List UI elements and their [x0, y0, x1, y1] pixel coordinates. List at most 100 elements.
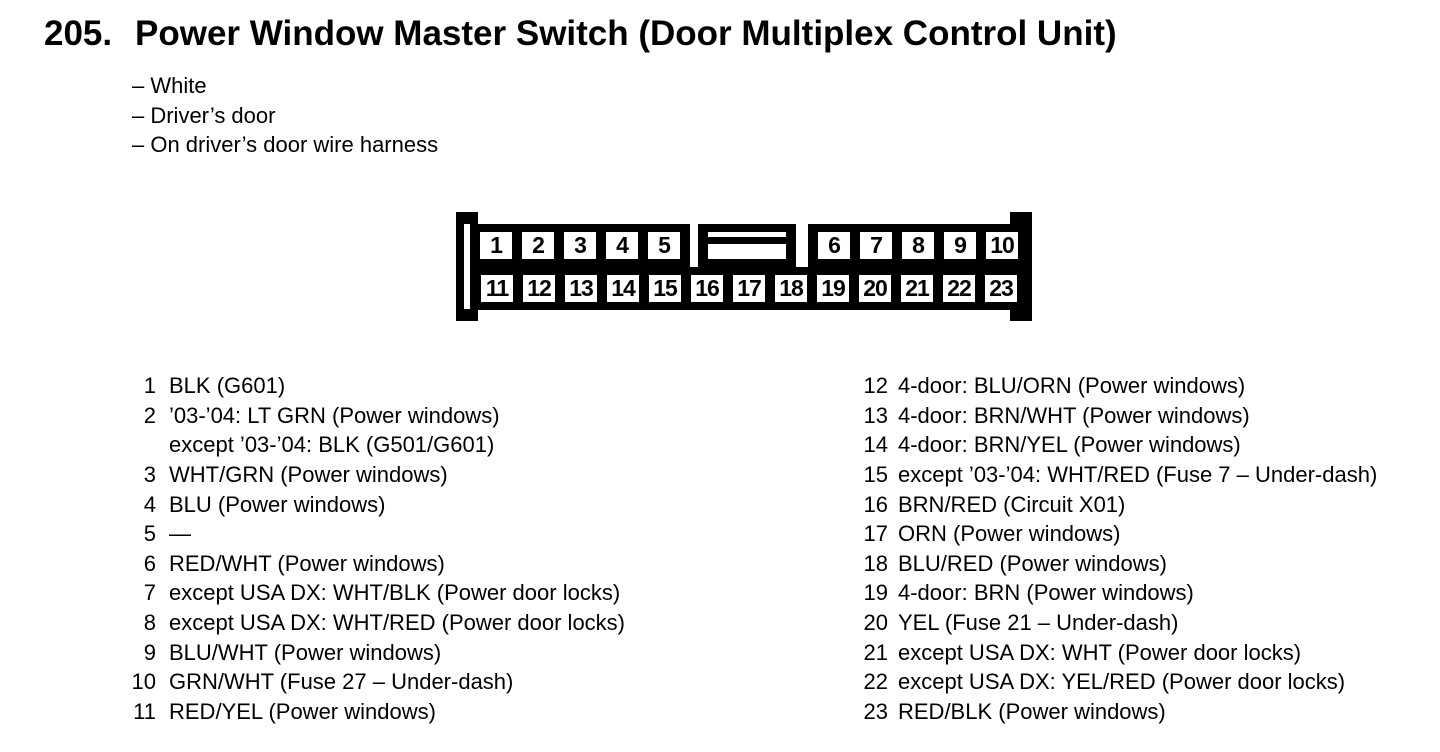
pin-description: 4-door: BRN/WHT (Power windows): [898, 402, 1250, 428]
pin-row-3: 3 WHT/GRN (Power windows): [130, 460, 625, 490]
pin-row-2: 2 ’03-’04: LT GRN (Power windows): [130, 401, 625, 431]
pin-number: 3: [143, 461, 156, 487]
pin-number: 2: [143, 402, 156, 428]
pin-row-12: 12 4-door: BLU/ORN (Power windows): [857, 371, 1377, 401]
pin-description: except USA DX: WHT/RED (Power door locks…: [169, 610, 626, 636]
pin-number: 4: [143, 491, 156, 517]
pin-number: [130, 430, 156, 460]
connector-pin-9: 9: [944, 232, 976, 259]
connector-pin-3: 3: [564, 232, 596, 259]
pin-number: 10: [131, 669, 156, 695]
pin-number: 7: [143, 580, 156, 606]
connector-key-slot-inner: [708, 232, 786, 259]
connector-pin-16: 16: [691, 275, 723, 302]
pin-description: except ’03-’04: BLK (G501/G601): [169, 432, 495, 458]
pin-list-right: 12 4-door: BLU/ORN (Power windows) 13 4-doo…: [857, 371, 1378, 727]
pin-number: 13: [863, 402, 888, 428]
pin-row-18: 18 BLU/RED (Power windows): [857, 549, 1377, 579]
pin-row-10: 10 GRN/WHT (Fuse 27 – Under-dash): [130, 667, 625, 697]
pin-row-7: 7 except USA DX: WHT/BLK (Power door lock…: [130, 578, 625, 608]
connector-pin-10: 10: [986, 232, 1018, 259]
connector-pin-14: 14: [607, 275, 639, 302]
pin-description: except USA DX: YEL/RED (Power door locks…: [898, 669, 1346, 695]
pin-number: 19: [863, 580, 888, 606]
pin-row-19: 19 4-door: BRN (Power windows): [857, 578, 1377, 608]
connector-left-cap: [456, 212, 478, 321]
connector-pin-19: 19: [817, 275, 849, 302]
connector-pin-15: 15: [649, 275, 681, 302]
pin-row-13: 13 4-door: BRN/WHT (Power windows): [857, 401, 1377, 431]
pin-number: 18: [863, 550, 888, 576]
pin-number: 17: [863, 521, 888, 547]
connector-gap: [690, 224, 698, 267]
pin-number: 16: [863, 491, 888, 517]
pin-row-11: 11 RED/YEL (Power windows): [130, 697, 625, 727]
pin-description: except ’03-’04: WHT/RED (Fuse 7 – Under-…: [898, 461, 1378, 487]
pin-number: 12: [863, 373, 888, 398]
pin-description: —: [169, 521, 191, 547]
connector-pin-11: 11: [481, 275, 513, 302]
pin-row-20: 20 YEL (Fuse 21 – Under-dash): [857, 608, 1377, 638]
connector-pin-23: 23: [985, 275, 1017, 302]
pin-description: 4-door: BLU/ORN (Power windows): [898, 373, 1246, 398]
connector-pin-12: 12: [523, 275, 555, 302]
pin-description: BLU (Power windows): [169, 491, 386, 517]
pin-row-6: 6 RED/WHT (Power windows): [130, 549, 625, 579]
connector-pin-8: 8: [902, 232, 934, 259]
section-number: 205.: [44, 14, 113, 53]
connector-key-bar: [708, 237, 786, 244]
connector-pin-2: 2: [522, 232, 554, 259]
pin-row-22: 22 except USA DX: YEL/RED (Power door loc…: [857, 667, 1377, 697]
pin-description: YEL (Fuse 21 – Under-dash): [898, 610, 1179, 636]
connector-pin-13: 13: [565, 275, 597, 302]
connector-pin-6: 6: [818, 232, 850, 259]
pin-row-15: 15 except ’03-’04: WHT/RED (Fuse 7 – Unde…: [857, 460, 1378, 490]
connector-pin-5: 5: [648, 232, 680, 259]
connector-pin-1: 1: [480, 232, 512, 259]
pin-row-8: 8 except USA DX: WHT/RED (Power door lock…: [130, 608, 625, 638]
pin-description: ’03-’04: LT GRN (Power windows): [169, 402, 500, 428]
pin-description: except USA DX: WHT (Power door locks): [898, 639, 1302, 665]
pin-description: BLU/RED (Power windows): [898, 550, 1167, 576]
pin-number: 11: [133, 699, 156, 725]
connector-pin-20: 20: [859, 275, 891, 302]
pin-row-21: 21 except USA DX: WHT (Power door locks): [857, 638, 1377, 668]
connector-pin-17: 17: [733, 275, 765, 302]
note-harness: – On driver’s door wire harness: [132, 132, 439, 157]
pin-number: 21: [863, 639, 888, 665]
note-connector-color: – White: [132, 73, 207, 98]
pin-row-5: 5—: [130, 519, 625, 549]
note-location: – Driver’s door: [132, 102, 276, 128]
pin-number: 15: [863, 461, 888, 487]
pin-description: WHT/GRN (Power windows): [169, 461, 448, 487]
pin-number: 5: [143, 521, 156, 547]
pin-description: GRN/WHT (Fuse 27 – Under-dash): [169, 669, 514, 695]
pin-number: 8: [143, 610, 156, 636]
pin-description: BLK (G601): [169, 373, 286, 398]
pin-number: 22: [863, 669, 888, 695]
pin-description: RED/YEL (Power windows): [169, 699, 436, 725]
connector-pin-22: 22: [943, 275, 975, 302]
pin-row-4: 4 BLU (Power windows): [130, 490, 625, 520]
pin-description: RED/WHT (Power windows): [169, 550, 445, 576]
pin-description: except USA DX: WHT/BLK (Power door locks…: [169, 580, 621, 606]
pin-description: BLU/WHT (Power windows): [169, 639, 442, 665]
pin-description: 4-door: BRN (Power windows): [898, 580, 1194, 606]
pin-row-16: 16 BRN/RED (Circuit X01): [857, 490, 1377, 520]
pin-number: 20: [863, 610, 888, 636]
connector-pin-7: 7: [860, 232, 892, 259]
connector-gap: [796, 224, 808, 267]
pin-description: RED/BLK (Power windows): [898, 699, 1166, 725]
pin-description: BRN/RED (Circuit X01): [898, 491, 1126, 517]
connector-notes: – White – Driver’s door – On driver’s do…: [132, 71, 438, 160]
connector-pin-21: 21: [901, 275, 933, 302]
pin-number: 14: [863, 432, 888, 458]
pin-number: 6: [143, 550, 156, 576]
